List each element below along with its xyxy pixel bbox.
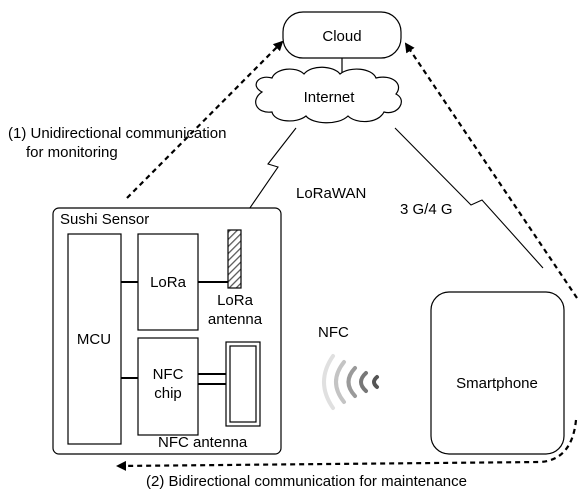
lorawan-label: LoRaWAN <box>296 185 366 202</box>
lora-antenna <box>227 229 242 289</box>
cellular-link <box>394 127 544 269</box>
cloud-label: Cloud <box>322 28 361 45</box>
monitoring-arrow <box>126 40 284 199</box>
smartphone-box <box>430 291 565 455</box>
sushi-sensor-title: Sushi Sensor <box>60 211 149 228</box>
lora-block <box>137 233 199 331</box>
nfc-chip-label-line2: chip <box>154 385 182 402</box>
nfc-chip-label-line1: NFC <box>153 366 184 383</box>
mcu-label: MCU <box>77 331 111 348</box>
smartphone-label: Smartphone <box>456 375 538 392</box>
nfc-waves-icon <box>322 354 379 410</box>
nfc-antenna-label: NFC antenna <box>158 434 248 451</box>
maintenance-arrow-to-cloud <box>404 42 578 299</box>
maintenance-label: (2) Bidirectional communication for main… <box>146 473 467 490</box>
lorawan-link <box>242 127 297 219</box>
nfc-antenna <box>225 341 261 427</box>
internet-label: Internet <box>304 89 356 106</box>
monitoring-label-line1: (1) Unidirectional communication <box>8 125 226 142</box>
monitoring-label-line2: for monitoring <box>26 144 118 161</box>
internet-cloud-shape <box>255 66 402 124</box>
nfc-link-label: NFC <box>318 324 349 341</box>
lora-antenna-label-line2: antenna <box>208 311 263 328</box>
cellular-label: 3 G/4 G <box>400 201 453 218</box>
nfc-chip-block <box>137 337 199 436</box>
lora-label: LoRa <box>150 274 187 291</box>
mcu-block <box>67 233 122 445</box>
lora-antenna-label-line1: LoRa <box>217 292 254 309</box>
